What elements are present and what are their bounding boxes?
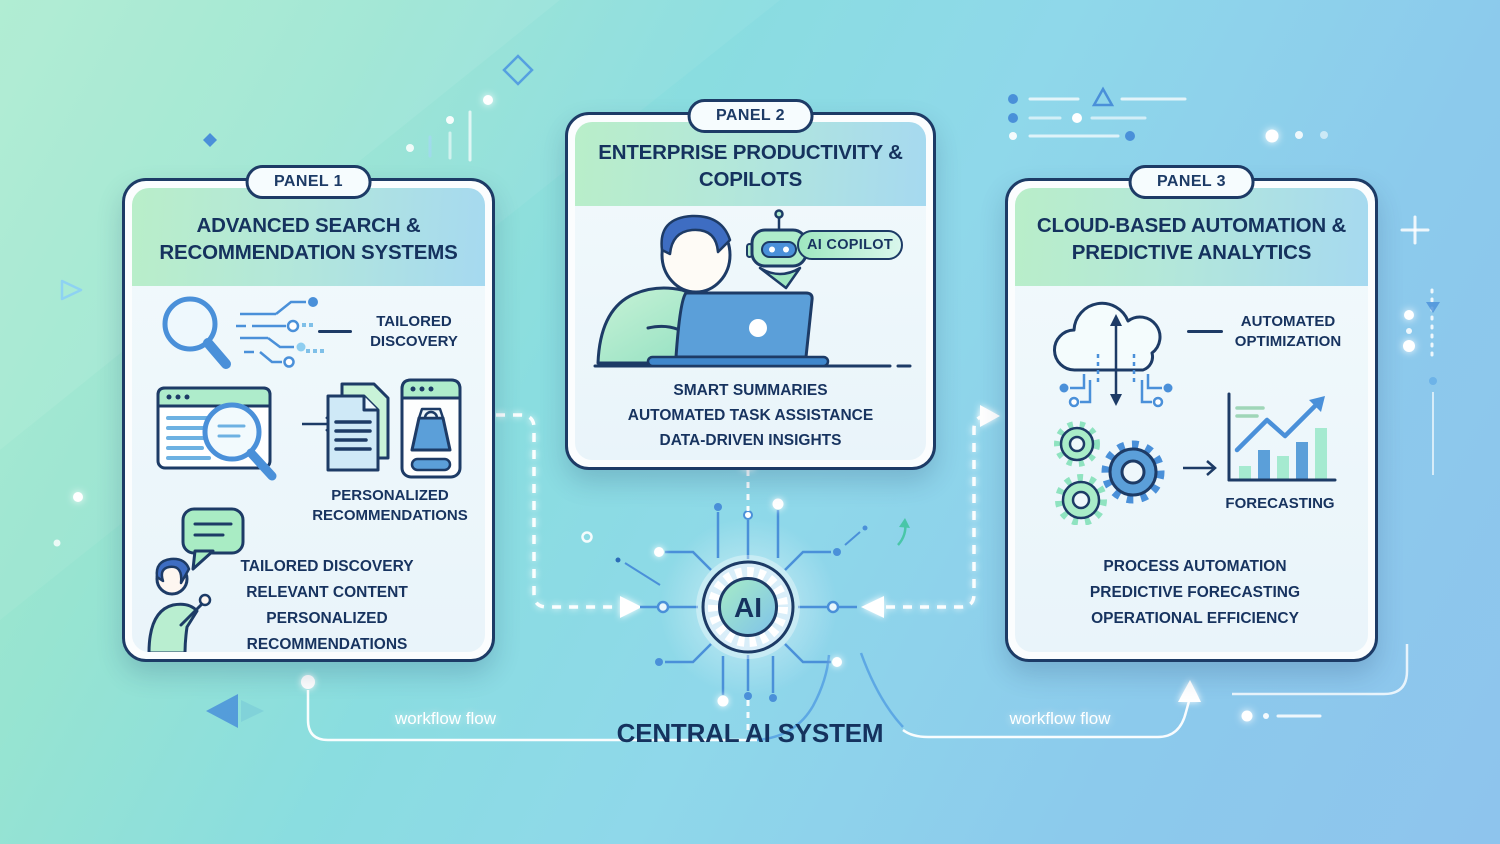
panel-3-title: CLOUD-BASED AUTOMATION & PREDICTIVE ANAL… (1036, 214, 1347, 264)
circuit-dots-top-right (1008, 86, 1187, 141)
feature-dash-1 (318, 330, 352, 333)
gear-large (1101, 440, 1165, 504)
list-item: TAILORED DISCOVERY (240, 558, 414, 575)
teal-arrow-decoration (897, 518, 910, 546)
arrow-right-icon (1183, 460, 1217, 476)
panel-3-badge: PANEL 3 (1128, 165, 1255, 199)
list-item: RELEVANT CONTENT (246, 584, 408, 601)
list-item: PERSONALIZED RECOMMENDATIONS (246, 610, 408, 652)
play-triangles-bottom-left (206, 694, 264, 728)
panel-3-header: CLOUD-BASED AUTOMATION & PREDICTIVE ANAL… (1015, 188, 1368, 286)
browser-search-icon (156, 386, 277, 481)
gears-icon (1054, 421, 1165, 525)
dots-column-right (1403, 288, 1440, 475)
search-circuit-icon (162, 296, 324, 369)
list-item: SMART SUMMARIES (673, 382, 828, 399)
triangle-outline-left (60, 279, 83, 301)
glow-dots-right (1265, 129, 1328, 143)
hub-glow (658, 517, 838, 697)
ai-copilot-badge: AI COPILOT (797, 230, 903, 260)
list-item: AUTOMATED TASK ASSISTANCE (627, 407, 874, 424)
diamond-filled-icon (203, 133, 217, 147)
panel-2-header: ENTERPRISE PRODUCTIVITY & COPILOTS (575, 122, 926, 206)
panel-2: PANEL 2 ENTERPRISE PRODUCTIVITY & COPILO… (565, 99, 936, 470)
panel-3-feature-2-label: FORECASTING (1225, 495, 1335, 512)
workflow-label-right: workflow flow (1009, 709, 1111, 728)
gear-medium (1055, 474, 1107, 525)
list-item: DATA-DRIVEN INSIGHTS (659, 432, 842, 449)
panel-1-feature-1-label: TAILORED DISCOVERY (370, 313, 458, 351)
plus-icon (1400, 215, 1430, 245)
person-laptop-illustration (593, 209, 912, 368)
gear-small (1054, 421, 1100, 467)
panel-1-body: TAILORED DISCOVERY (132, 286, 485, 560)
panel-1: PANEL 1 ADVANCED SEARCH & RECOMMENDATION… (122, 165, 495, 662)
person-chat-icon (147, 507, 245, 652)
panel-2-title: ENTERPRISE PRODUCTIVITY & COPILOTS (598, 141, 903, 191)
glow-dots-left (53, 492, 83, 547)
forecast-chart-icon (1227, 392, 1337, 482)
list-item: PREDICTIVE FORECASTING (1089, 584, 1301, 601)
central-ai-system-title: CENTRAL AI SYSTEM (616, 718, 884, 748)
list-item: PROCESS AUTOMATION (1103, 558, 1287, 575)
panel-2-list: SMART SUMMARIES AUTOMATED TASK ASSISTANC… (575, 378, 926, 453)
diamond-outline-icon (502, 54, 534, 86)
panel-1-inner: ADVANCED SEARCH & RECOMMENDATION SYSTEMS (132, 188, 485, 652)
panel-3-body: AUTOMATED OPTIMIZATION (1015, 286, 1368, 560)
panel-3-list: PROCESS AUTOMATION PREDICTIVE FORECASTIN… (1055, 554, 1335, 632)
cloud-circuit-icon (1053, 301, 1173, 408)
panel-2-inner: ENTERPRISE PRODUCTIVITY & COPILOTS (575, 122, 926, 460)
panel-1-feature-2-label: PERSONALIZED RECOMMENDATIONS (312, 487, 468, 525)
panel-2-body: AI COPILOT SMART SUMMARIES AUTOMATED TAS… (575, 206, 926, 460)
panel-3: PANEL 3 CLOUD-BASED AUTOMATION & PREDICT… (1005, 165, 1378, 662)
robot-icon (746, 209, 812, 290)
panel-3-feature-1-label: AUTOMATED OPTIMIZATION (1234, 313, 1342, 351)
documents-icon (326, 382, 390, 472)
panel-1-badge: PANEL 1 (245, 165, 372, 199)
panel-2-badge: PANEL 2 (687, 99, 814, 133)
workflow-label-left: workflow flow (394, 709, 497, 728)
dots-lines-top-center (406, 95, 493, 162)
panel-1-title: ADVANCED SEARCH & RECOMMENDATION SYSTEMS (159, 214, 458, 264)
store-card-icon (400, 378, 462, 479)
panel-1-list: TAILORED DISCOVERY RELEVANT CONTENT PERS… (202, 554, 452, 652)
panel-1-header: ADVANCED SEARCH & RECOMMENDATION SYSTEMS (132, 188, 485, 286)
panel-3-inner: CLOUD-BASED AUTOMATION & PREDICTIVE ANAL… (1015, 188, 1368, 652)
feature-dash-3 (1187, 330, 1223, 333)
list-item: OPERATIONAL EFFICIENCY (1091, 610, 1299, 627)
